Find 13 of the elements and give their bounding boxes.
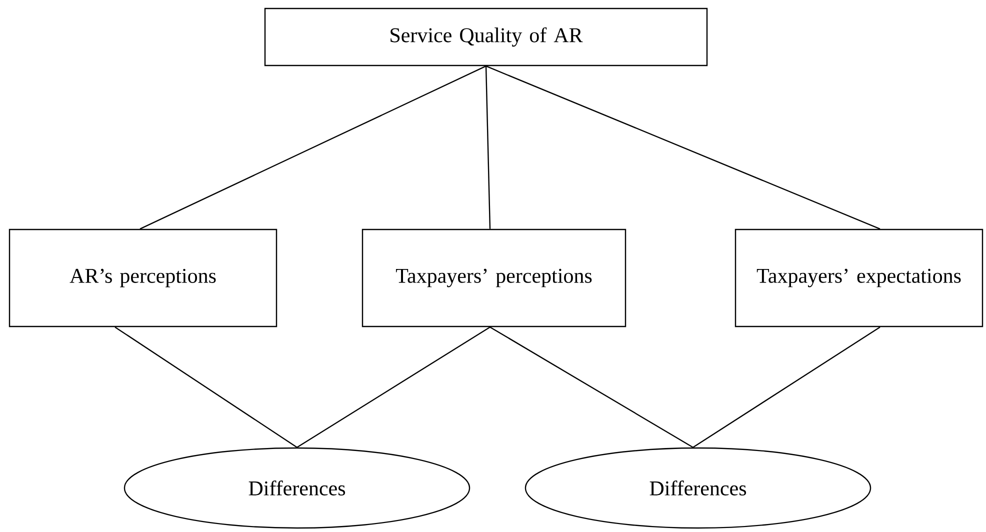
text-box: AR’s perceptions	[8, 228, 278, 328]
text-box: Taxpayers’ expectations	[734, 228, 984, 328]
text-box: Taxpayers’ perceptions	[362, 228, 626, 328]
connector-line	[486, 66, 880, 230]
connector-line	[114, 326, 298, 448]
connector-line	[485, 66, 491, 229]
ellipse-node: Differences	[524, 447, 872, 529]
ellipse-node: Differences	[124, 447, 470, 529]
connector-line	[692, 326, 880, 448]
connector-line	[140, 66, 486, 230]
text-box: Service Quality of AR	[264, 8, 708, 66]
connector-line	[490, 326, 694, 448]
connector-line	[296, 326, 490, 448]
